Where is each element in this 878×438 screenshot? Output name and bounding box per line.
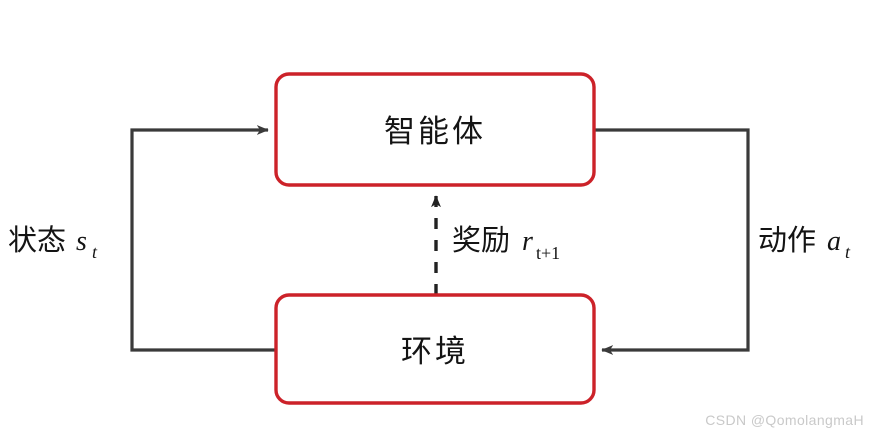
reward-label-subscript: t+1 bbox=[536, 243, 560, 263]
action-label-symbol: a bbox=[827, 226, 841, 257]
state-edge-path bbox=[130, 125, 276, 352]
environment-box[interactable] bbox=[274, 293, 596, 405]
action-label-subscript: t bbox=[845, 242, 851, 262]
action-label-cjk: 动作 bbox=[758, 224, 816, 257]
action-edge-path bbox=[594, 128, 750, 355]
reward-label-cjk: 奖励 bbox=[452, 224, 510, 257]
node-agent[interactable]: 智能体 bbox=[274, 72, 596, 187]
action-edge-label: 动作 a t bbox=[758, 224, 851, 262]
state-label-subscript: t bbox=[92, 242, 98, 262]
reward-edge-label: 奖励 r t+1 bbox=[452, 224, 560, 263]
agent-label: 智能体 bbox=[384, 114, 486, 149]
agent-box[interactable] bbox=[274, 72, 596, 187]
environment-label: 环境 bbox=[401, 334, 469, 369]
csdn-watermark: CSDN @QomolangmaH bbox=[705, 412, 864, 428]
state-edge-label: 状态 s t bbox=[8, 224, 98, 262]
state-label-cjk: 状态 bbox=[8, 224, 66, 257]
state-label-symbol: s bbox=[76, 226, 87, 257]
node-environment[interactable]: 环境 bbox=[274, 293, 596, 405]
reward-label-symbol: r bbox=[522, 226, 533, 257]
